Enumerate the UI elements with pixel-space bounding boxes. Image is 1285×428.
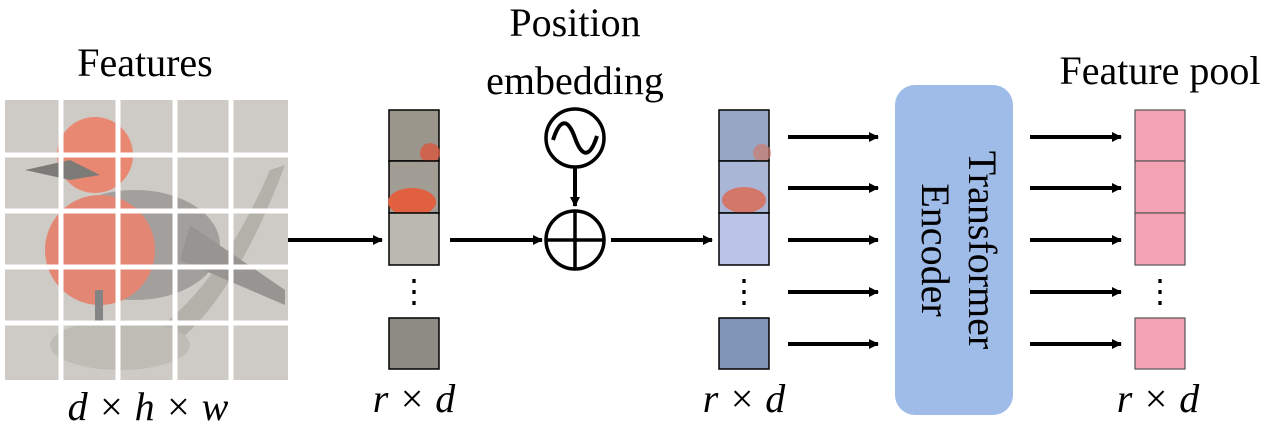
transformer-encoder-block xyxy=(895,85,1013,415)
features-title: Features xyxy=(77,40,213,85)
token-3 xyxy=(388,212,440,266)
token-column-2: ⋮ xyxy=(718,109,771,370)
token-column-1: ⋮ xyxy=(388,109,440,370)
feature-pool-title: Feature pool xyxy=(1059,48,1260,93)
bird-leg xyxy=(95,290,103,330)
embedded-token-1-red-patch xyxy=(753,144,771,162)
column-1-dims: r × d xyxy=(373,376,457,421)
position-embedding-line2: embedding xyxy=(486,58,664,103)
arrows-into-encoder xyxy=(788,132,879,349)
patch-grid-lines xyxy=(5,100,288,380)
pool-token-3 xyxy=(1134,212,1186,266)
column-1-ellipsis: ⋮ xyxy=(398,273,430,309)
pool-token-2 xyxy=(1134,160,1186,214)
column-2-ellipsis: ⋮ xyxy=(728,273,760,309)
feature-grid xyxy=(5,100,288,380)
embedded-token-3 xyxy=(718,212,770,266)
encoder-label-line1: Transformer xyxy=(960,151,1005,350)
bird-image-fade xyxy=(5,100,288,380)
pool-ellipsis: ⋮ xyxy=(1144,273,1176,309)
bird-breast xyxy=(45,195,155,305)
pool-token-1 xyxy=(1134,109,1186,162)
encoder-label-line2: Encoder xyxy=(913,183,958,316)
pool-token-r xyxy=(1134,317,1186,370)
token-1-red-patch xyxy=(420,143,440,163)
sine-wave-icon xyxy=(544,107,606,169)
token-2-red-patch xyxy=(388,188,436,216)
circled-plus-icon xyxy=(544,209,606,271)
arrows-out-of-encoder xyxy=(1030,132,1122,349)
embedded-token-2-red-patch xyxy=(722,187,766,213)
feature-pool-dims: r × d xyxy=(1117,376,1201,421)
embedded-token-r xyxy=(718,317,770,370)
features-dims: d × h × w xyxy=(68,384,229,428)
token-r xyxy=(388,317,440,370)
column-2-dims: r × d xyxy=(703,376,787,421)
feature-pool-column: ⋮ xyxy=(1134,109,1186,370)
position-embedding-line1: Position xyxy=(509,0,640,45)
